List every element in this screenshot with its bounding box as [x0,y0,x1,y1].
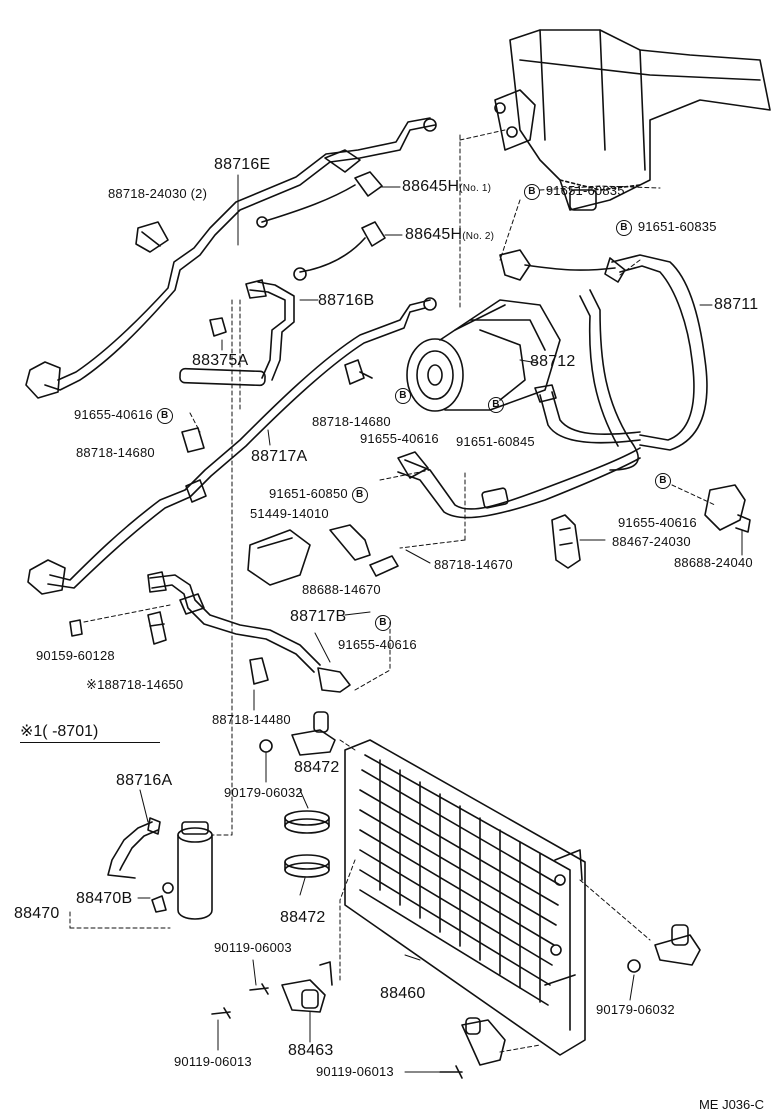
label-88460: 88460 [380,985,426,1002]
label-88688-14670: 88688-14670 [302,582,381,597]
cover-51449-14010 [247,529,311,586]
star-mark: ※1 [86,677,105,692]
tube-88717B [147,571,351,693]
label-91651-60835-a: B 91651-60835 [524,183,625,200]
tube-88717A [27,297,437,595]
label-88472-b: 88472 [280,909,326,926]
label-88716A: 88716A [116,772,173,789]
mount-right [654,924,701,966]
label-leaders [137,174,743,1073]
label-90119-06003: 90119-06003 [214,940,292,955]
label-88716E: 88716E [214,156,271,173]
pressure-switch-no1 [256,171,383,228]
label-91655-40616-b: 91655-40616 [360,431,439,446]
mount-top [291,711,336,756]
label-88472-a: 88472 [294,759,340,776]
compressor [406,249,616,412]
label-88467-24030: 88467-24030 [612,534,691,549]
label-91655-40616-d: 91655-40616 [338,637,417,652]
label-91651-60845: 91651-60845 [456,434,535,449]
label-91651-60850: 91651-60850 B [269,486,368,503]
label-88718-14670: 88718-14670 [434,557,513,572]
label-90159-60128: 90159-60128 [36,648,115,663]
clamp-88718-24030 [135,221,169,253]
b-mark-91655-40616-b: B [395,387,411,404]
label-88718-14480: 88718-14480 [212,712,291,727]
label-88463: 88463 [288,1042,334,1059]
label-51449-14010: 51449-14010 [250,506,329,521]
mount-bottom [461,1017,506,1066]
hose-88711 [579,254,708,471]
label-88645H-no2: 88645H(No. 2) [405,226,495,243]
small-clamps [69,359,399,685]
leader-lines [69,129,716,1053]
b-mark-icon: B [488,396,504,413]
band-88472-upper [284,810,330,834]
label-88375A: 88375A [192,352,249,369]
b-mark-icon: B [616,219,632,236]
b-mark-icon: B [351,486,368,503]
label-91655-40616-c: 91655-40616 [618,515,697,530]
label-90119-06013-a: 90119-06013 [174,1054,252,1069]
b-mark-91655-40616-d: B [375,614,391,631]
label-88711: 88711 [714,296,759,313]
label-88645H-no1: 88645H(No. 1) [402,178,492,195]
discharge-hose [397,384,641,519]
label-88470B: 88470B [76,890,133,907]
engine-block [494,29,771,211]
label-88712: 88712 [530,353,576,370]
b-mark-icon: B [156,407,173,424]
label-90179-06032-b: 90179-06032 [596,1002,675,1017]
label-88718-14680-a: 88718-14680 [312,414,391,429]
label-88645H-no2-sub: (No. 2) [462,231,495,242]
b-mark-91651-60845: B [488,396,504,413]
b-mark-91655-40616-c: B [655,472,671,489]
label-88470: 88470 [14,905,60,922]
label-88645H-no1-sub: (No. 1) [459,183,492,194]
label-90179-06032-a: 90179-06032 [224,785,303,800]
label-88688-24040: 88688-24040 [674,555,753,570]
diagram-code: ME J036-C [698,1097,764,1112]
receiver-drier [107,817,213,920]
label-88717A: 88717A [251,448,308,465]
mount-88463 [281,961,333,1013]
b-mark-icon: B [524,183,540,200]
label-88718-24030: 88718-24030 (2) [108,186,208,201]
b-mark-icon: B [395,387,411,404]
bracket-88467-24030 [551,514,581,569]
tube-88716B [179,279,295,387]
label-91651-60835-b: B 91651-60835 [616,219,717,236]
b-mark-icon: B [375,614,391,631]
note-underline [20,742,160,743]
label-88717B: 88717B [290,608,347,625]
label-90119-06013-b: 90119-06013 [316,1064,394,1079]
model-note: ※1( -8701) [20,723,99,740]
condenser [344,739,586,1056]
label-88716B: 88716B [318,292,375,309]
b-mark-icon: B [655,472,671,489]
band-88472-lower [284,854,330,878]
tube-88716E [25,117,437,399]
label-91655-40616-a: 91655-40616 B [74,407,173,424]
label-88718-14680-b: 88718-14680 [76,445,155,460]
label-88718-14650: ※188718-14650 [86,677,184,692]
pressure-switch-no2 [293,221,386,281]
bracket-88688-24040 [704,484,751,533]
